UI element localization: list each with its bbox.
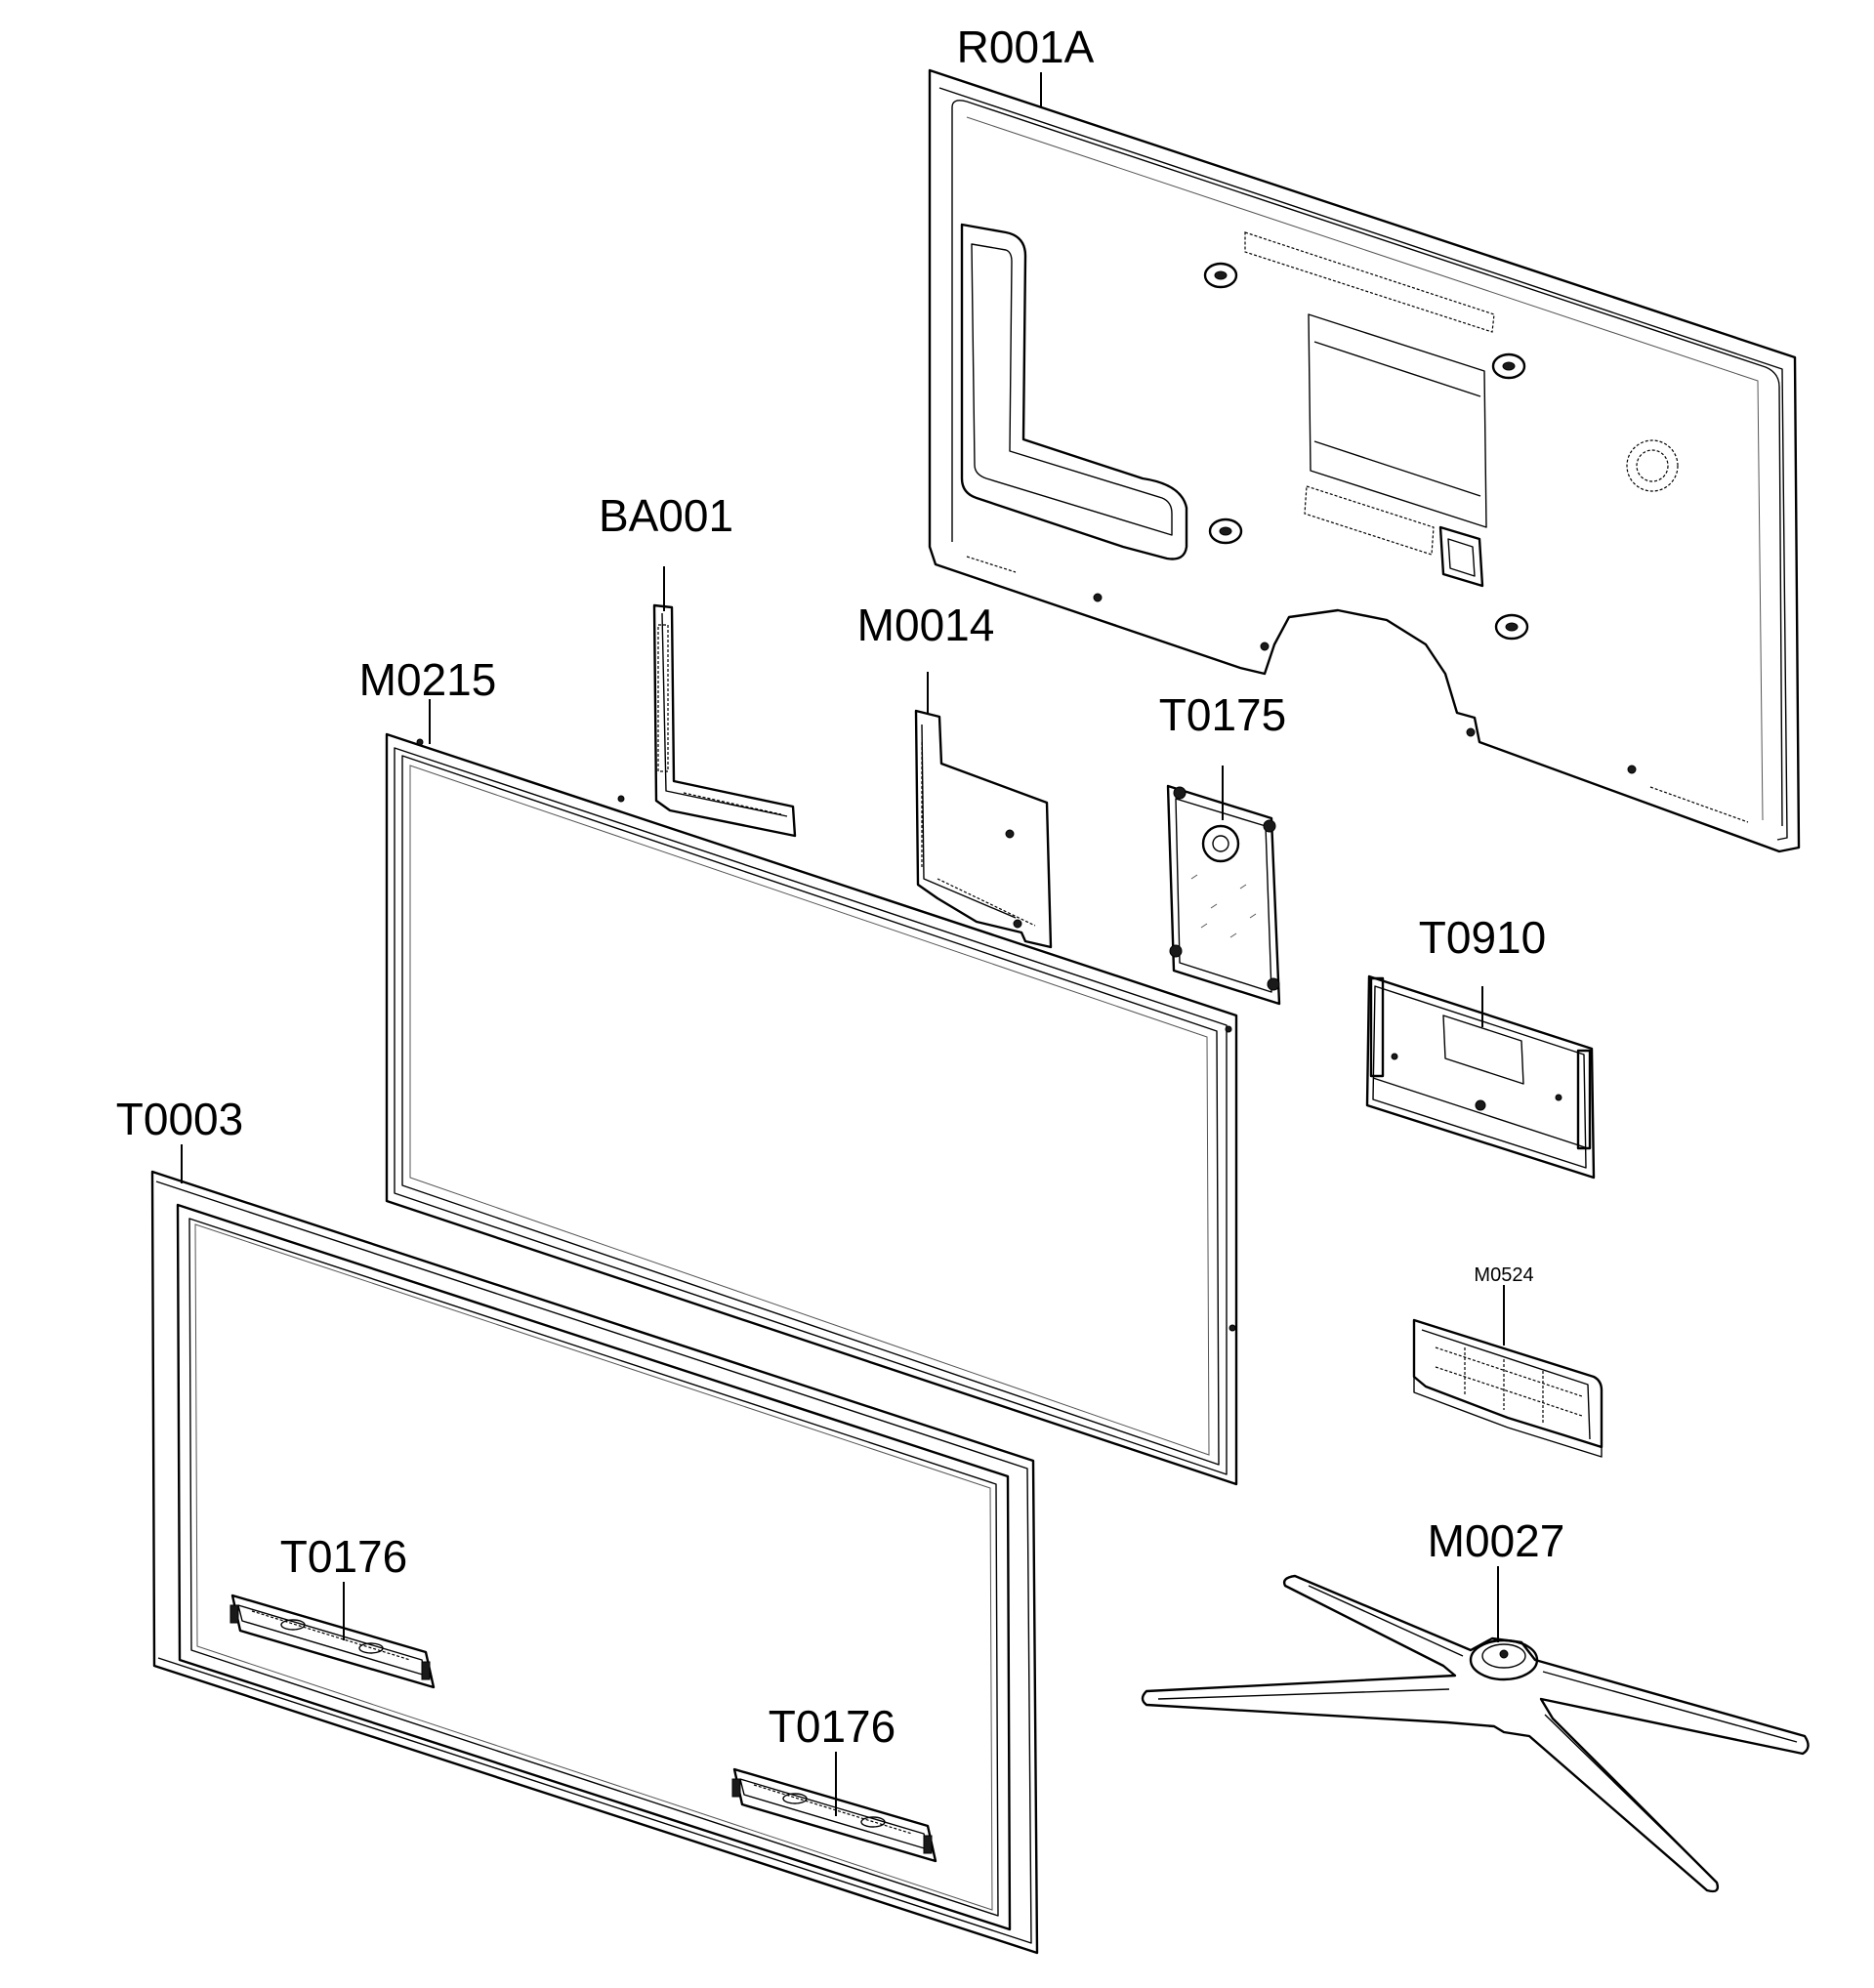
label-T0175: T0175: [1159, 689, 1286, 740]
label-T0176-left: T0176: [280, 1531, 407, 1582]
part-R001A-rear-cover: [928, 68, 1801, 853]
part-M0524-stand-cover: [1412, 1318, 1603, 1458]
label-M0215: M0215: [359, 654, 497, 705]
part-M0014-main-board: [914, 709, 1053, 949]
part-T0175-plate: [1166, 784, 1281, 1006]
part-BA001-bracket: [652, 603, 797, 838]
part-M0215-middle-frame: [385, 732, 1238, 1486]
label-M0014: M0014: [857, 600, 995, 650]
part-T0003-front-bezel: [150, 1170, 1039, 1955]
part-T0176-left-bracket: [229, 1594, 436, 1689]
part-T0176-right-bracket: [731, 1767, 937, 1863]
label-T0003: T0003: [116, 1094, 243, 1144]
label-M0524: M0524: [1474, 1264, 1533, 1286]
label-T0910: T0910: [1419, 912, 1546, 963]
label-BA001: BA001: [599, 490, 733, 541]
part-T0910-stand-bracket: [1365, 974, 1596, 1180]
label-T0176-right: T0176: [769, 1701, 895, 1752]
part-M0027-stand-base: [1141, 1574, 1810, 1893]
leader-lines: [181, 72, 1505, 1816]
label-M0027: M0027: [1428, 1515, 1565, 1566]
part-labels: R001A BA001 M0014 M0215 T0175 T0910 T000…: [116, 21, 1565, 1752]
label-R001A: R001A: [957, 21, 1095, 72]
